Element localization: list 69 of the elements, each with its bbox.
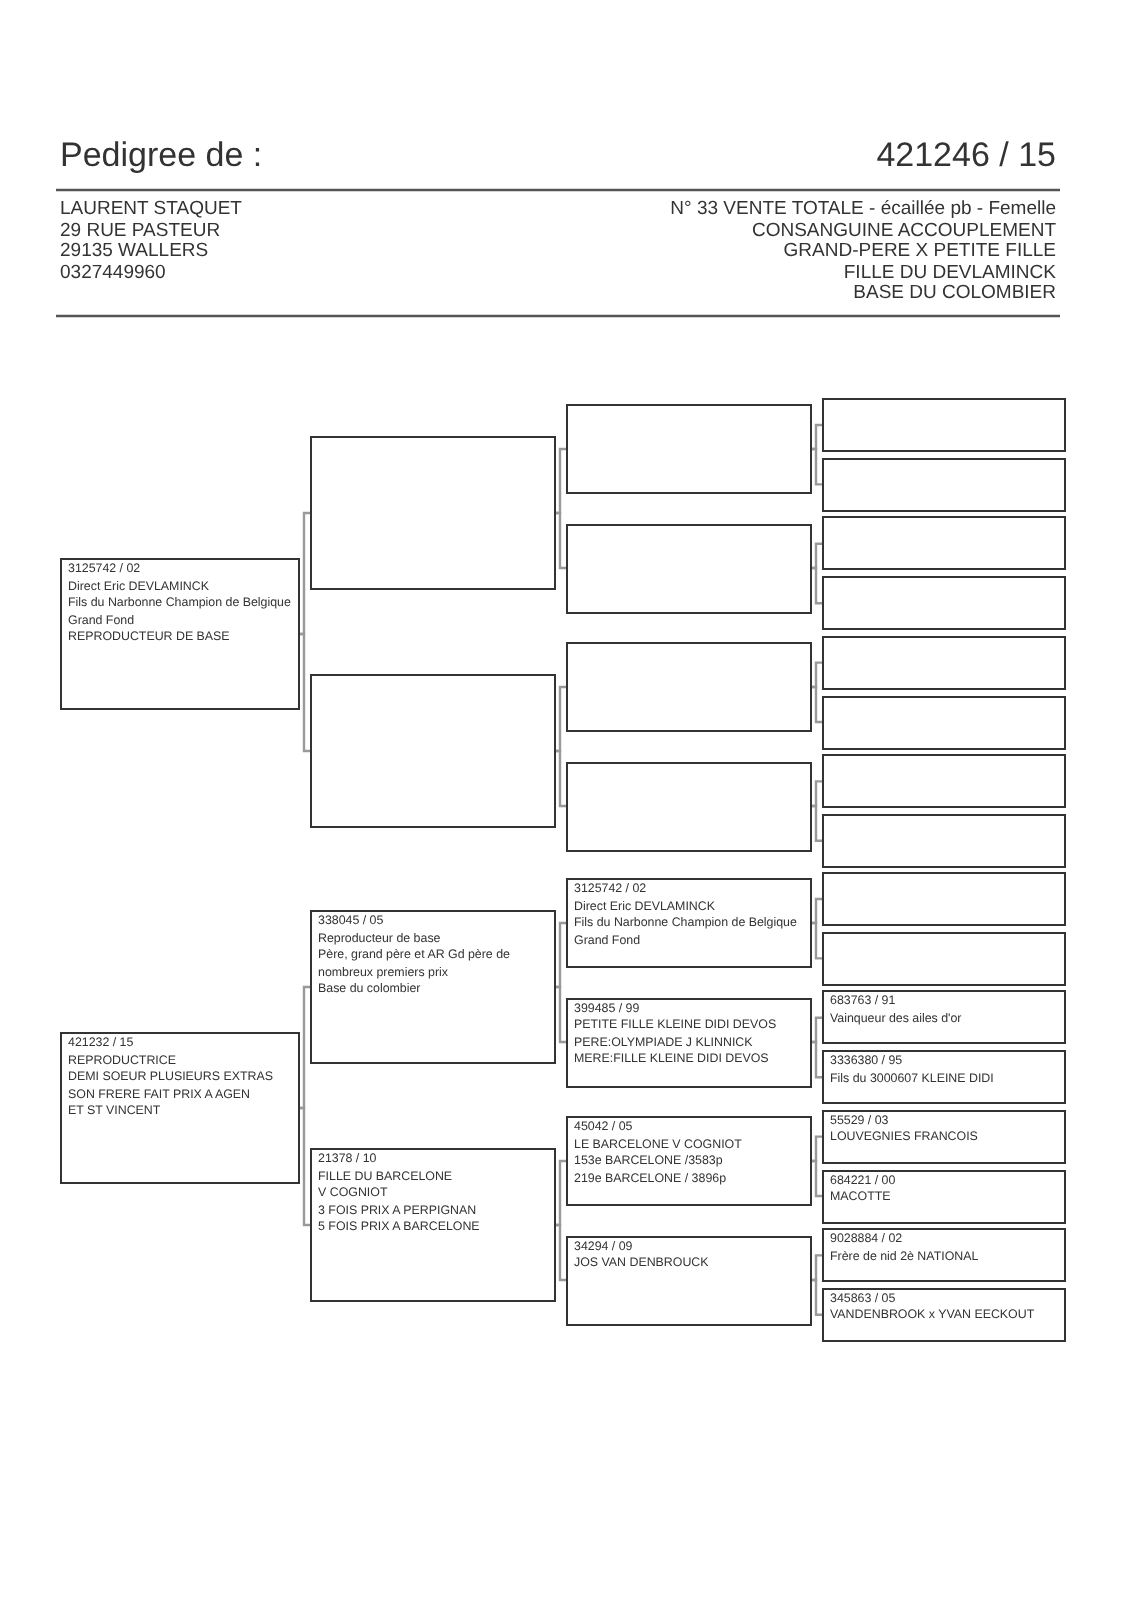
connector-line	[812, 1135, 822, 1163]
info-text: LAURENT STAQUET	[60, 200, 242, 221]
connector-line	[812, 661, 822, 689]
ring-number: 421246 / 15	[876, 136, 1056, 176]
connector-line	[812, 1040, 822, 1079]
connector-line	[556, 985, 566, 1044]
connector-line	[300, 632, 310, 753]
info-text: N° 33 VENTE TOTALE - écaillée pb - Femelle	[670, 200, 1056, 221]
info-text: 29 RUE PASTEUR	[60, 221, 221, 242]
connector-line	[300, 1106, 310, 1227]
connector-line	[812, 1278, 822, 1316]
empty-box	[822, 754, 1066, 809]
info-text: 29135 WALLERS	[60, 242, 209, 263]
connector-line	[812, 1159, 822, 1198]
pedigree-box	[566, 878, 812, 968]
connector-line	[556, 749, 566, 808]
pedigree-box	[60, 1032, 300, 1184]
empty-box	[822, 813, 1066, 868]
empty-box	[566, 761, 812, 851]
pedigree-box	[822, 1228, 1066, 1283]
empty-box	[822, 457, 1066, 512]
empty-box	[822, 695, 1066, 749]
connector-line	[556, 921, 566, 989]
info-text: FILLE DU DEVLAMINCK	[843, 263, 1056, 284]
connector-line	[300, 985, 310, 1110]
connector-line	[812, 423, 822, 451]
info-text: BASE DU COLOMBIER	[853, 284, 1056, 305]
empty-box	[566, 404, 812, 494]
connector-line	[812, 447, 822, 486]
connector-line	[556, 447, 566, 515]
pedigree-box	[566, 1116, 812, 1206]
pedigree-box	[822, 1169, 1066, 1223]
pedigree-box	[822, 990, 1066, 1045]
empty-box	[822, 398, 1066, 452]
heading: Pedigree de :	[60, 136, 263, 176]
connector-line	[812, 897, 822, 925]
connector-line	[300, 511, 310, 636]
pedigree-box	[822, 1050, 1066, 1105]
pedigree-box	[822, 1109, 1066, 1164]
info-text: GRAND-PERE X PETITE FILLE	[783, 242, 1056, 263]
connector-line	[812, 804, 822, 842]
connector-line	[812, 566, 822, 605]
connector-line	[812, 921, 822, 960]
pedigree-box	[60, 558, 300, 710]
connector-line	[812, 1016, 822, 1044]
connector-line	[556, 1159, 566, 1227]
pedigree-box	[822, 1287, 1066, 1342]
connector-line	[812, 542, 822, 570]
connector-line	[812, 685, 822, 724]
connector-line	[812, 1254, 822, 1282]
connector-line	[556, 511, 566, 570]
empty-box	[310, 674, 556, 828]
empty-box	[822, 931, 1066, 986]
pedigree-box	[566, 997, 812, 1087]
empty-box	[566, 523, 812, 613]
empty-box	[822, 576, 1066, 631]
info-text: 0327449960	[60, 263, 166, 284]
empty-box	[822, 516, 1066, 571]
info-text: CONSANGUINE ACCOUPLEMENT	[751, 221, 1056, 242]
empty-box	[310, 436, 556, 590]
connector-line	[812, 780, 822, 808]
connector-line	[556, 685, 566, 753]
connector-line	[556, 1223, 566, 1282]
pedigree-box	[310, 1148, 556, 1302]
empty-box	[822, 635, 1066, 690]
empty-box	[822, 872, 1066, 926]
empty-box	[566, 642, 812, 732]
pedigree-box	[310, 910, 556, 1064]
pedigree-box	[566, 1235, 812, 1325]
